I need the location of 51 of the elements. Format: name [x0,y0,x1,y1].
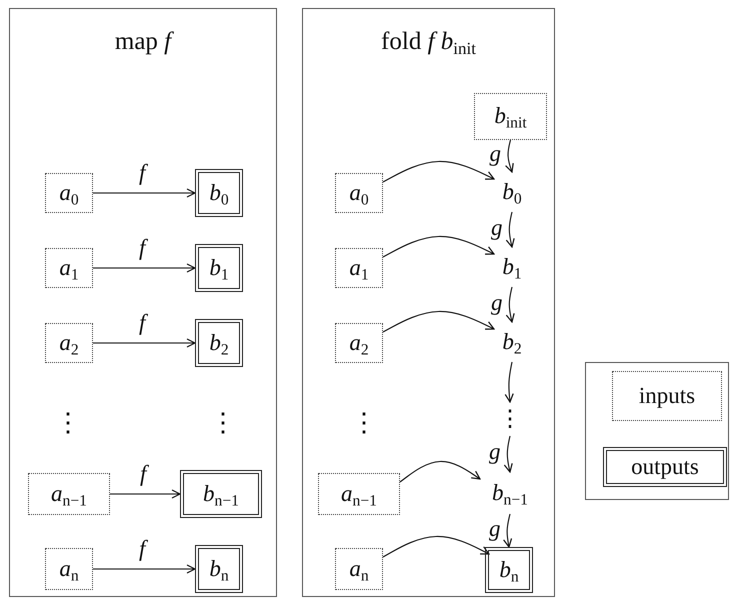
ellipsis: ⋮ [498,402,522,436]
output-term: b$_{n}$ [195,545,243,593]
edge-label: f [139,462,148,485]
edge-label: f [138,311,146,334]
arrow [506,286,515,323]
output-term: outputs [603,447,727,487]
ellipsis: ⋮ [351,410,377,436]
ellipsis: ⋮ [210,410,236,436]
panel-title: map f [10,27,276,57]
arrow [506,212,515,248]
input-term: a$_{n}$ [335,548,383,590]
intermediate-term: b$_{n−1}$ [476,472,544,514]
input-term: a$_{1}$ [335,248,383,288]
arrow [93,188,196,198]
arrow [400,460,481,482]
edge-label: f [138,236,146,259]
arrow [93,263,196,273]
output-term: b$_{0}$ [195,169,243,217]
arrow [382,236,495,258]
input-term: a$_{n}$ [45,548,93,590]
panel-frame [585,362,729,500]
arrow [505,140,514,173]
output-term: b$_{1}$ [195,244,243,292]
arrow [503,514,512,548]
input-term: inputs [612,371,722,421]
input-term: a$_{n−1}$ [28,473,110,515]
input-term: b$_{init}$ [474,93,547,140]
output-term: b$_{n−1}$ [180,470,262,518]
input-term: a$_{n−1}$ [318,473,400,515]
arrow [93,564,196,574]
input-term: a$_{0}$ [45,173,93,213]
arrow [382,310,495,332]
arrow [93,338,196,348]
arrow [382,160,495,182]
ellipsis: ⋮ [55,410,81,436]
input-term: a$_{1}$ [45,248,93,288]
arrow [504,436,513,473]
input-term: a$_{0}$ [335,173,383,213]
intermediate-term: b$_{2}$ [490,322,534,362]
edge-label: f [138,161,146,184]
input-term: a$_{2}$ [45,323,93,363]
output-term: b$_{n}$ [485,547,533,593]
edge-label: f [138,537,146,560]
panel-title: fold f b$_{init}$ [380,27,477,57]
arrow [382,536,490,558]
input-term: a$_{2}$ [335,323,383,363]
arrow [504,362,514,403]
intermediate-term: b$_{1}$ [490,247,534,287]
intermediate-term: b$_{0}$ [490,172,534,212]
arrow [110,489,181,499]
output-term: b$_{2}$ [195,319,243,367]
